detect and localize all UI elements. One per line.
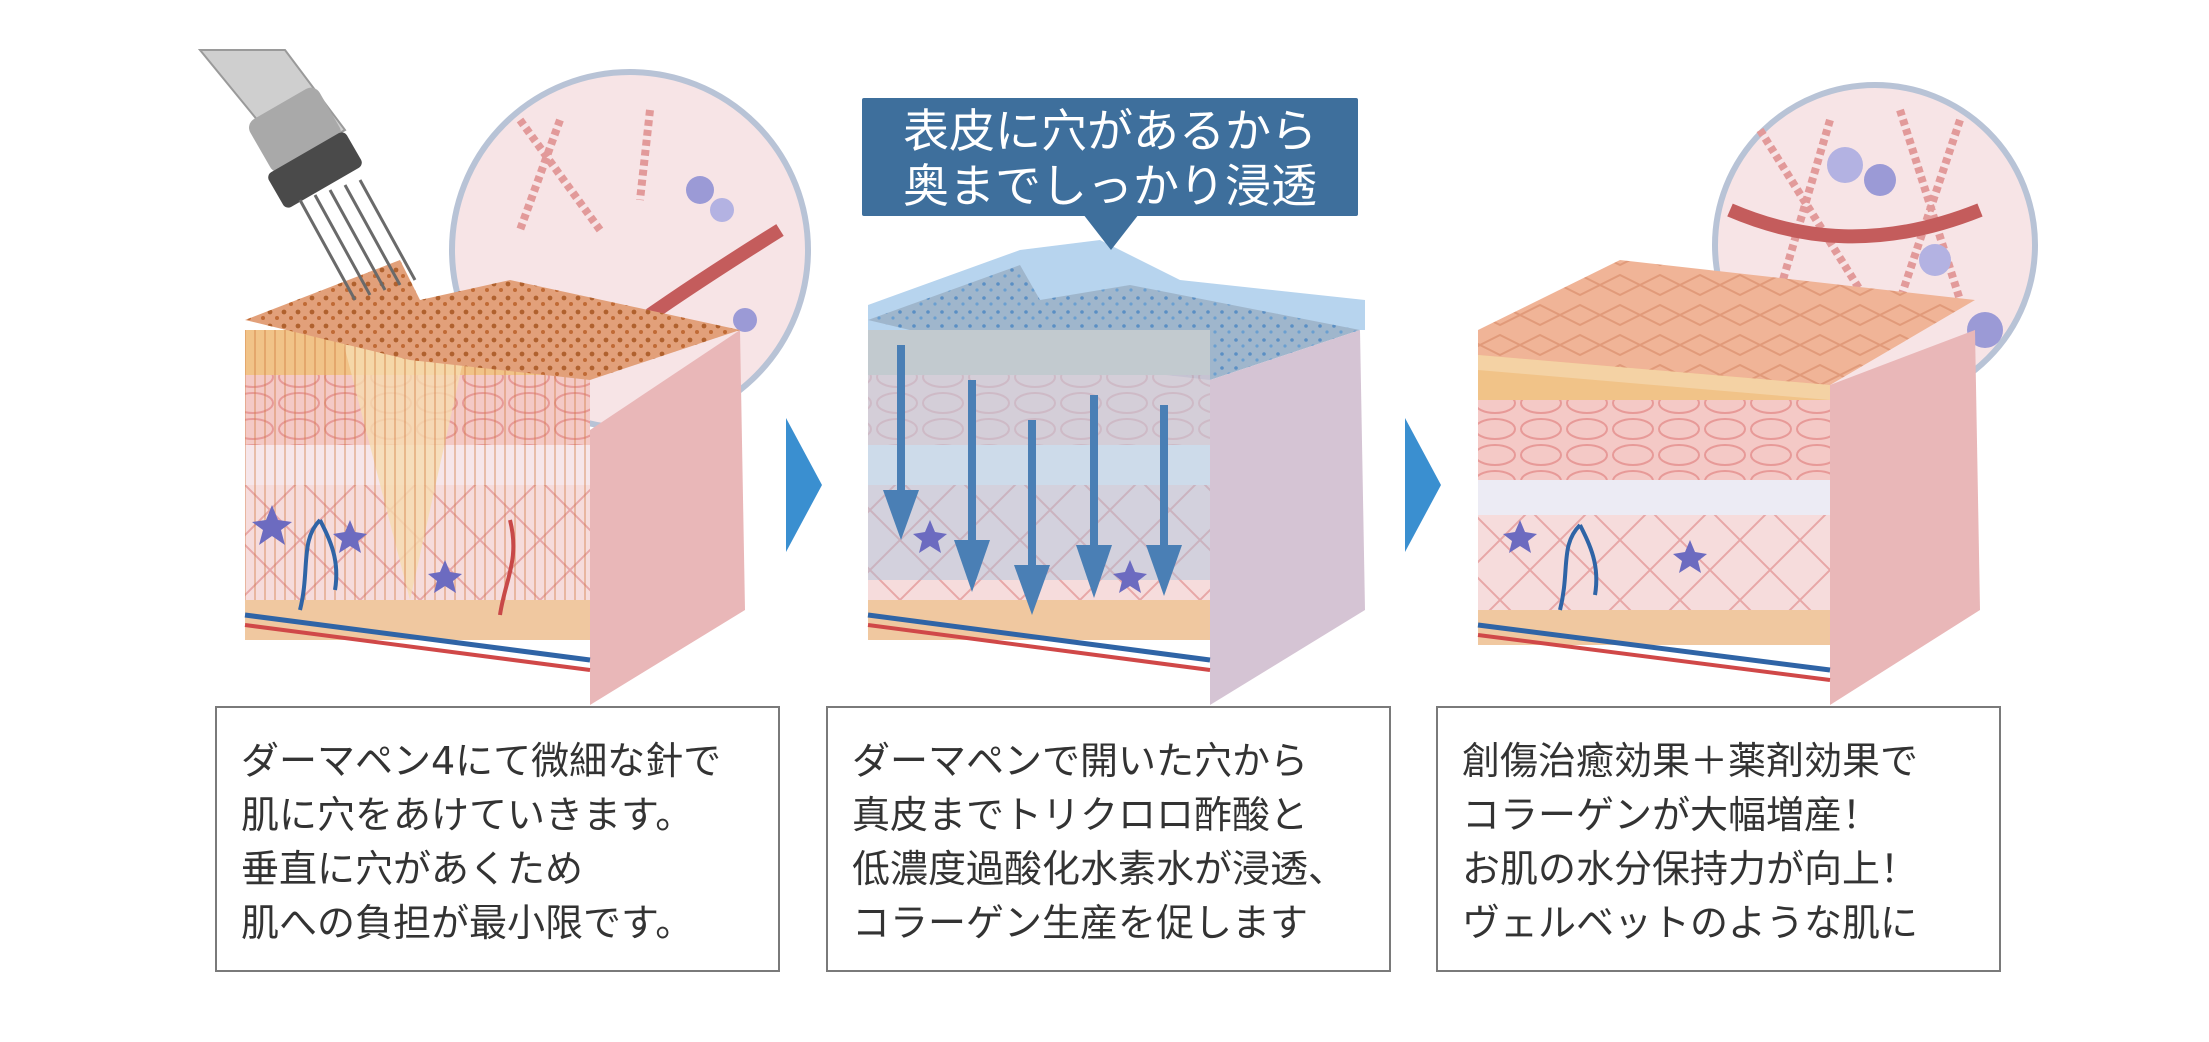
panel-2-illustration [867, 240, 1365, 705]
caption-step-1: ダーマペン4にて微細な針で 肌に穴をあけていきます。 垂直に穴があくため 肌への… [215, 706, 780, 972]
panel-1-illustration [197, 49, 811, 705]
penetration-arrows [883, 345, 1182, 615]
callout-pointer [1083, 214, 1139, 250]
caption-2-line-1: ダーマペンで開いた穴から [852, 739, 1309, 783]
caption-3-line-2: コラーゲンが大幅増産！ [1462, 793, 1881, 837]
caption-2-line-2: 真皮までトリクロロ酢酸と [852, 793, 1309, 837]
caption-1-line-3: 垂直に穴があくため [241, 847, 584, 891]
caption-3-line-4: ヴェルベットのような肌に [1462, 901, 1919, 945]
skin-block-1 [244, 260, 745, 705]
step-arrow-1 [786, 418, 822, 552]
panel-3-illustration [1477, 82, 2038, 705]
penetration-callout: 表皮に穴があるから 奥までしっかり浸透 [862, 98, 1358, 216]
caption-3-line-3: お肌の水分保持力が向上！ [1462, 847, 1919, 891]
caption-2-line-3: 低濃度過酸化水素水が浸透、 [852, 847, 1347, 891]
caption-1-line-2: 肌に穴をあけていきます。 [241, 793, 694, 837]
caption-3-line-1: 創傷治癒効果＋薬剤効果で [1462, 739, 1919, 783]
caption-1-line-1: ダーマペン4にて微細な針で [241, 739, 722, 783]
callout-line-1: 表皮に穴があるから [903, 104, 1317, 158]
caption-1-line-4: 肌への負担が最小限です。 [241, 901, 694, 945]
dermapen-device [197, 49, 417, 301]
step-arrow-2 [1405, 418, 1441, 552]
caption-step-2: ダーマペンで開いた穴から 真皮までトリクロロ酢酸と 低濃度過酸化水素水が浸透、 … [826, 706, 1391, 972]
caption-2-line-4: コラーゲン生産を促します [852, 901, 1309, 945]
callout-line-2: 奥までしっかり浸透 [903, 159, 1317, 213]
caption-step-3: 創傷治癒効果＋薬剤効果で コラーゲンが大幅増産！ お肌の水分保持力が向上！ ヴェ… [1436, 706, 2001, 972]
